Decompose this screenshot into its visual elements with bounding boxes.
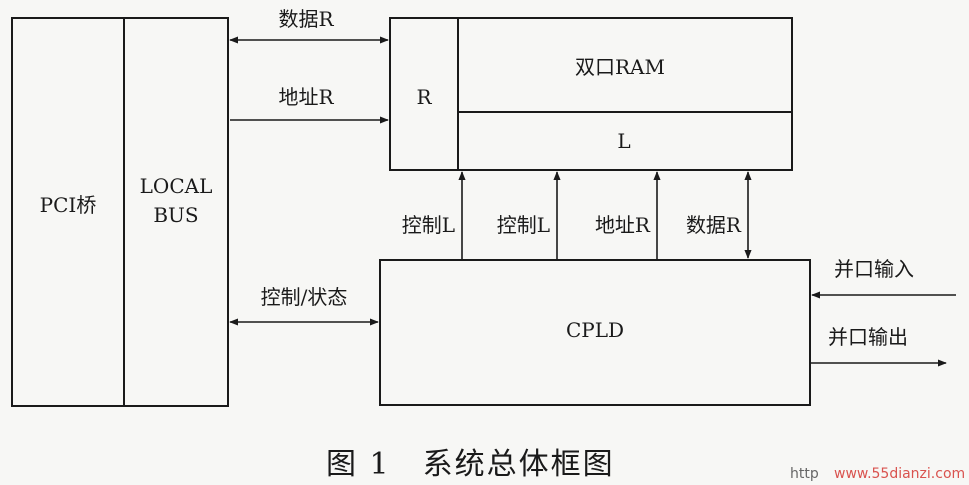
data-r-bottom-label: 数据R: [686, 213, 742, 237]
dual-ram-block: [389, 17, 793, 171]
data-r-top-label: 数据R: [278, 7, 334, 31]
pci-bridge-label: PCI桥: [40, 193, 97, 217]
ctrl-l-label-1: 控制L: [402, 213, 455, 237]
ctrl-status-label: 控制/状态: [261, 285, 348, 309]
pci-localbus-block: [11, 17, 229, 407]
cpld-block: [379, 259, 811, 406]
ram-port-r-label: R: [416, 85, 432, 109]
watermark-site: www.55dianzi.com: [834, 466, 965, 482]
local-bus-label-line1: LOCAL: [140, 174, 213, 198]
addr-r-top-label: 地址R: [278, 85, 334, 109]
ram-port-l-label: L: [617, 129, 630, 153]
parallel-out-label: 并口输出: [828, 325, 908, 349]
dual-ram-label: 双口RAM: [575, 55, 665, 79]
parallel-in-label: 并口输入: [834, 257, 914, 281]
figure-caption: 图 1 系统总体框图: [326, 447, 615, 482]
local-bus-label-line2: BUS: [153, 203, 198, 227]
ctrl-l-label-2: 控制L: [497, 213, 550, 237]
watermark-prefix: http: [790, 466, 819, 482]
addr-r-bottom-label: 地址R: [595, 213, 651, 237]
cpld-label: CPLD: [566, 318, 624, 342]
